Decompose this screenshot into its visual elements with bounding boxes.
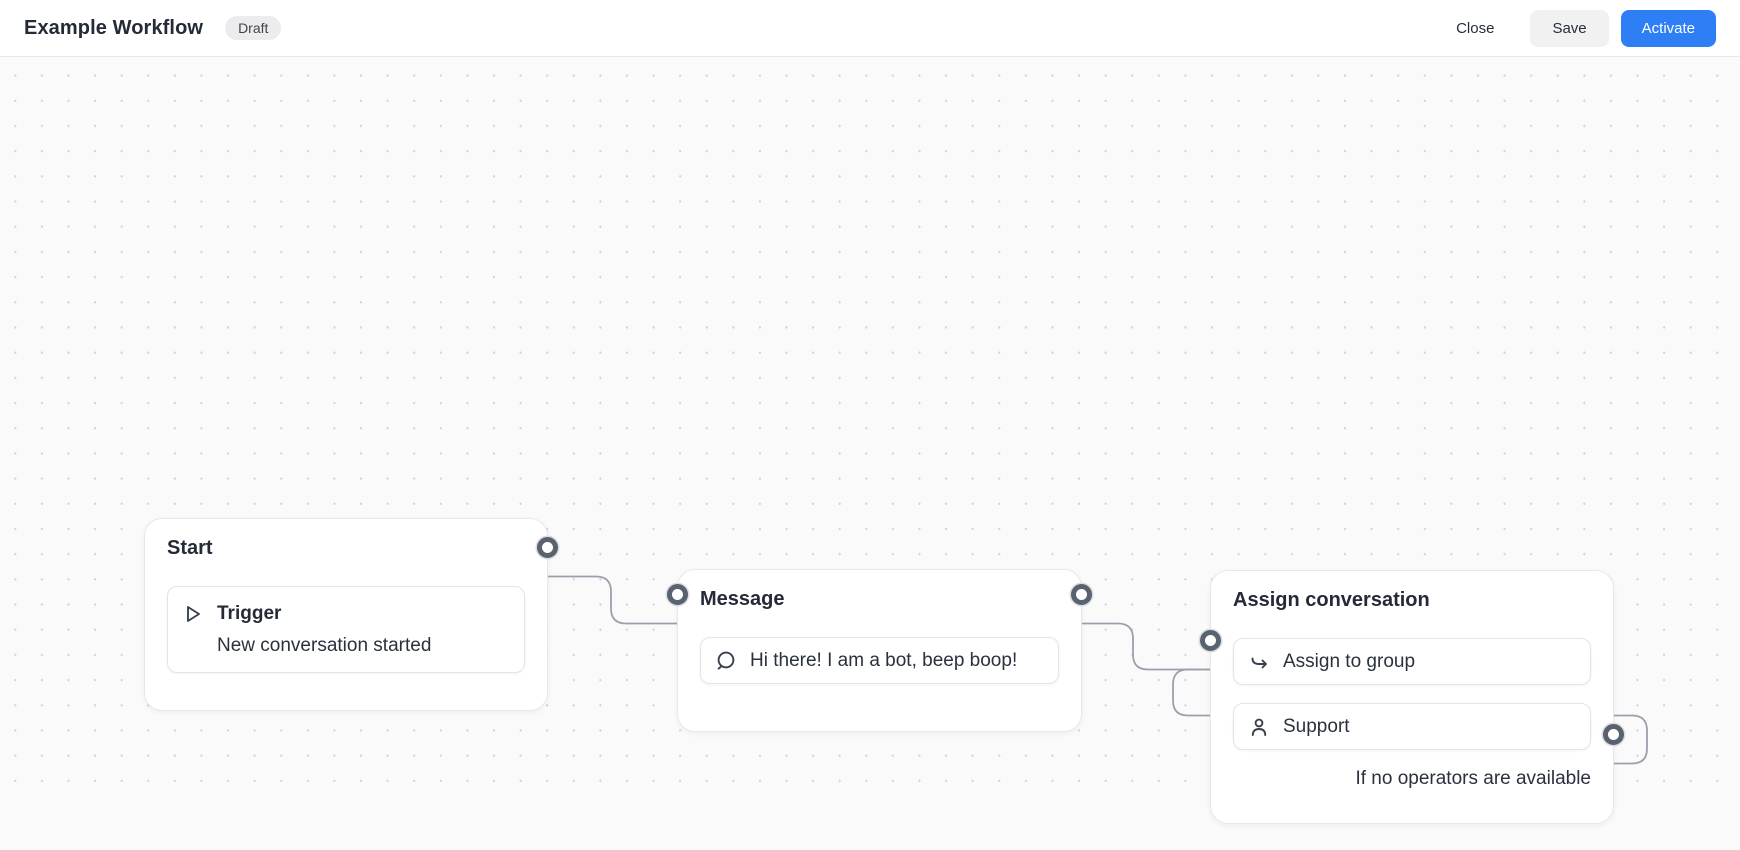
message-text: Hi there! I am a bot, beep boop! [750,649,1018,671]
save-button[interactable]: Save [1530,9,1609,47]
trigger-title: Trigger [217,603,282,624]
node-start[interactable]: Start Trigger New conversation started [144,518,548,711]
status-badge: Draft [225,15,282,41]
support-group-label: Support [1283,715,1350,737]
port-no-operators-output[interactable] [1603,724,1624,745]
port-start-output[interactable] [537,537,558,558]
close-button[interactable]: Close [1442,11,1508,46]
node-message[interactable]: Message Hi there! I am a bot, beep boop! [677,569,1082,732]
edge-message-to-assign [1082,622,1211,671]
trigger-card[interactable]: Trigger New conversation started [167,586,525,673]
assign-to-group-label: Assign to group [1283,650,1416,672]
no-operators-label: If no operators are available [1355,768,1591,789]
workflow-canvas[interactable]: Start Trigger New conversation started M… [0,57,1740,824]
port-message-input[interactable] [667,584,688,605]
page-title: Example Workflow [24,16,204,39]
person-icon [1248,716,1270,738]
workflow-editor-header: Example Workflow Draft Close Save Activa… [0,0,1740,57]
port-assign-input[interactable] [1200,630,1221,651]
node-assign-conversation[interactable]: Assign conversation Assign to group Supp… [1210,570,1614,824]
assign-arrow-icon [1248,651,1270,673]
play-icon [182,603,204,625]
activate-button[interactable]: Activate [1620,9,1716,47]
trigger-subtitle: New conversation started [217,635,432,656]
chat-bubble-icon [715,650,737,672]
port-message-output[interactable] [1071,584,1092,605]
node-message-title: Message [700,588,785,610]
node-assign-title: Assign conversation [1233,589,1430,611]
message-text-card[interactable]: Hi there! I am a bot, beep boop! [700,637,1059,684]
support-group-card[interactable]: Support [1233,703,1591,750]
assign-to-group-card[interactable]: Assign to group [1233,638,1591,685]
edge-start-to-message [548,575,678,625]
node-start-title: Start [167,537,213,559]
